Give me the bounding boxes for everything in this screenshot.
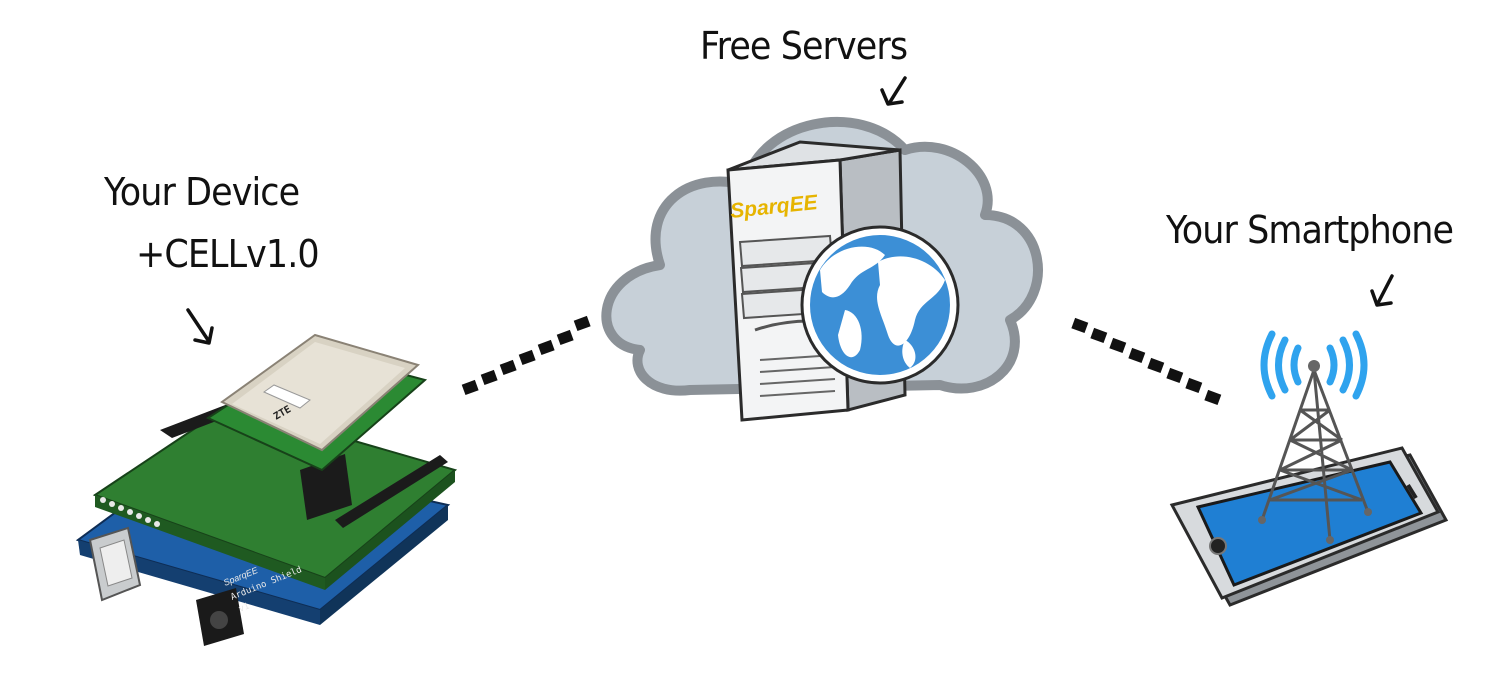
cell-tower-icon	[1258, 330, 1372, 544]
connector-right	[1071, 317, 1222, 406]
module-brand-label: ZTE	[272, 404, 293, 423]
arduino-board-icon	[75, 333, 458, 646]
cell-version-label: +CELLv1.0	[136, 232, 320, 276]
connector-left	[461, 315, 591, 396]
arrow-icon	[880, 76, 907, 106]
arrow-icon	[1370, 274, 1394, 307]
shield-version-label: v1	[237, 601, 251, 614]
your-smartphone-label: Your Smartphone	[1166, 208, 1454, 252]
globe-icon	[800, 225, 960, 385]
free-servers-label: Free Servers	[700, 24, 908, 68]
arrow-icon	[186, 308, 214, 345]
smartphone-icon	[1169, 446, 1449, 607]
your-device-label: Your Device	[104, 170, 300, 214]
server-brand-label: SparqEE	[729, 191, 819, 223]
